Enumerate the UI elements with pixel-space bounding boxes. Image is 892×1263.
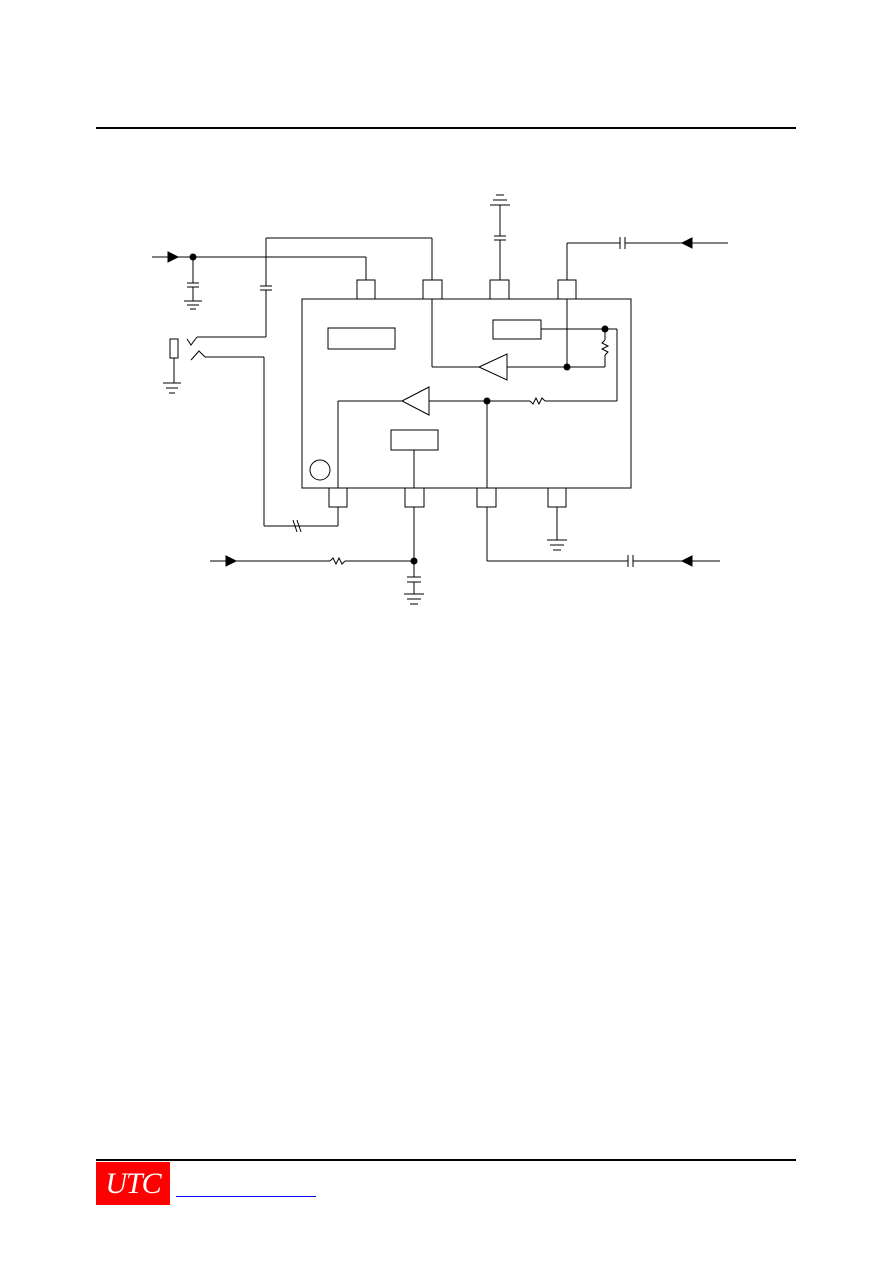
ic-body xyxy=(301,298,632,489)
jack-contact xyxy=(169,338,179,359)
ic-pin-bottom-2 xyxy=(404,487,425,508)
ic-pin-top-2 xyxy=(422,279,443,300)
footer-link-underline[interactable] xyxy=(176,1196,316,1197)
internal-block-top-right xyxy=(492,319,542,340)
pin1-marker xyxy=(309,459,331,481)
ic-pin-top-4 xyxy=(557,279,577,300)
ic-pin-top-3 xyxy=(489,279,510,300)
ic-pin-bottom-3 xyxy=(476,487,497,508)
ic-pin-bottom-1 xyxy=(328,487,348,508)
ic-pin-top-1 xyxy=(356,279,376,300)
footer-rule xyxy=(96,1159,796,1161)
amplifier-lower xyxy=(400,386,430,416)
amplifier-upper xyxy=(477,353,508,381)
utc-logo-text: UTC xyxy=(105,1166,161,1200)
input-arrow-right-bottom xyxy=(680,555,693,567)
internal-block-middle xyxy=(390,429,439,451)
utc-logo: UTC xyxy=(96,1162,170,1205)
input-arrow-right-top xyxy=(680,237,693,249)
ic-pin-bottom-4 xyxy=(547,487,567,508)
internal-block-top-left xyxy=(327,327,396,350)
input-arrow-left-bottom xyxy=(225,555,238,567)
input-arrow-left-top xyxy=(167,251,180,263)
header-rule xyxy=(96,127,796,129)
